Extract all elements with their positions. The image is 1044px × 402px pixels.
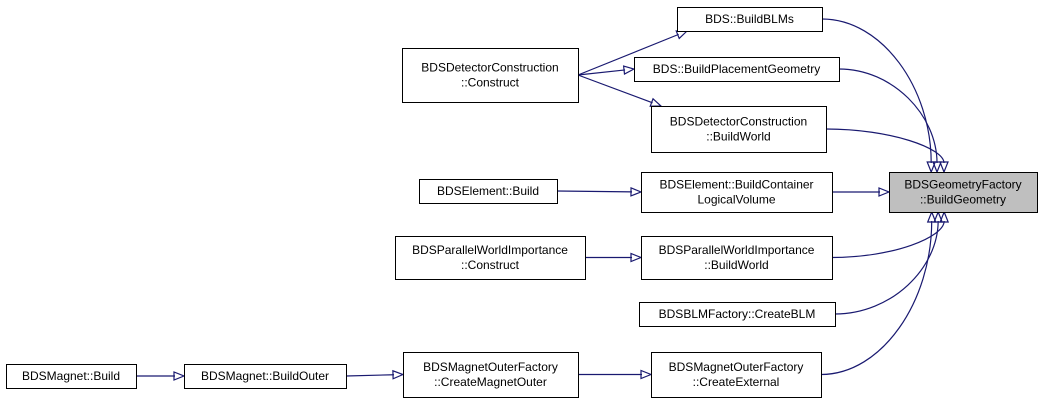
node-pw-buildworld[interactable]: BDSParallelWorldImportance::BuildWorld xyxy=(641,236,833,280)
edge-build_blms-to-geom_factory xyxy=(821,18,937,174)
edge-pw_construct-to-pw_buildworld xyxy=(585,252,643,263)
node-label-line: BDSElement::Build xyxy=(437,184,539,198)
edge-line xyxy=(577,74,653,104)
node-box xyxy=(403,352,579,398)
edge-det_buildworld-to-geom_factory xyxy=(825,128,949,174)
node-magnet-outer[interactable]: BDSMagnet::BuildOuter xyxy=(184,364,347,389)
node-label-line: BDSMagnetOuterFactory xyxy=(669,360,804,374)
node-blm-factory[interactable]: BDSBLMFactory::CreateBLM xyxy=(639,302,836,327)
edge-line xyxy=(821,18,932,164)
node-det-buildworld[interactable]: BDSDetectorConstruction::BuildWorld xyxy=(651,106,827,153)
edge-pw_buildworld-to-geom_factory xyxy=(831,210,950,259)
arrowhead xyxy=(933,210,944,223)
node-label-line: ::BuildWorld xyxy=(706,130,770,144)
node-label-line: BDSBLMFactory::CreateBLM xyxy=(659,307,816,321)
node-label-line: BDSParallelWorldImportance xyxy=(412,243,568,257)
node-label-line: ::BuildWorld xyxy=(704,258,768,272)
node-label-line: ::CreateExternal xyxy=(693,375,780,389)
edge-line xyxy=(838,68,938,164)
edge-line xyxy=(577,69,626,76)
edge-line xyxy=(345,374,395,377)
node-box xyxy=(395,236,586,280)
edge-mof_createmagnet-to-mof_createexternal xyxy=(578,369,653,380)
arrowhead xyxy=(630,252,643,263)
nodes-layer: BDS::BuildBLMsBDSDetectorConstruction::C… xyxy=(6,7,1038,398)
arrowhead xyxy=(622,65,636,75)
node-box xyxy=(641,172,833,213)
arrowhead xyxy=(649,97,663,107)
node-box xyxy=(419,179,558,204)
node-label-line: BDS::BuildBLMs xyxy=(705,12,794,26)
node-box xyxy=(641,236,833,280)
edge-element_build-to-element_container xyxy=(556,186,643,197)
edge-line xyxy=(825,128,945,164)
node-label-line: ::Construct xyxy=(461,76,520,90)
node-label-line: ::Construct xyxy=(461,258,520,272)
edge-line xyxy=(556,190,633,193)
edge-magnet_build-to-magnet_outer xyxy=(136,371,186,381)
node-box xyxy=(402,48,579,103)
node-label-line: ::BuildGeometry xyxy=(920,193,1006,207)
node-magnet-build[interactable]: BDSMagnet::Build xyxy=(6,364,137,389)
arrowhead xyxy=(640,369,653,380)
node-geom-factory[interactable]: BDSGeometryFactory::BuildGeometry xyxy=(889,172,1038,213)
node-label-line: BDSMagnet::Build xyxy=(22,369,120,383)
node-element-build[interactable]: BDSElement::Build xyxy=(419,179,558,204)
node-label-line: ::CreateMagnetOuter xyxy=(434,375,547,389)
node-box xyxy=(184,364,347,389)
edge-line xyxy=(577,33,679,76)
node-label-line: BDSElement::BuildContainer xyxy=(659,178,813,192)
node-label-line: BDS::BuildPlacementGeometry xyxy=(653,62,820,76)
node-build-placement[interactable]: BDS::BuildPlacementGeometry xyxy=(634,57,840,82)
arrowhead xyxy=(173,371,186,381)
node-label-line: BDSDetectorConstruction xyxy=(421,61,558,75)
node-box xyxy=(651,352,822,398)
edge-line xyxy=(831,220,945,259)
node-box xyxy=(639,302,836,327)
arrowhead xyxy=(926,210,937,223)
arrowhead xyxy=(939,161,949,174)
node-box xyxy=(889,172,1038,213)
edge-magnet_outer-to-mof_createmagnet xyxy=(345,369,405,380)
arrowhead xyxy=(939,210,950,223)
node-label-line: BDSMagnet::BuildOuter xyxy=(201,369,329,383)
node-label-line: BDSMagnetOuterFactory xyxy=(423,360,558,374)
edge-det_construct-to-build_placement xyxy=(577,65,636,76)
edge-mof_createexternal-to-geom_factory xyxy=(820,210,937,376)
edge-blm_factory-to-geom_factory xyxy=(834,210,944,315)
node-label-line: BDSGeometryFactory xyxy=(904,178,1021,192)
arrowhead xyxy=(675,30,689,40)
arrowhead xyxy=(630,186,643,197)
edge-element_container-to-geom_factory xyxy=(832,187,891,197)
node-label-line: BDSDetectorConstruction xyxy=(670,115,807,129)
edge-line xyxy=(820,220,933,376)
node-box xyxy=(634,57,840,82)
node-label-line: BDSParallelWorldImportance xyxy=(659,243,815,257)
node-box xyxy=(677,7,823,32)
node-box xyxy=(651,106,827,153)
arrowhead xyxy=(878,187,891,197)
node-det-construct[interactable]: BDSDetectorConstruction::Construct xyxy=(402,48,579,103)
node-mof-createmagnet[interactable]: BDSMagnetOuterFactory::CreateMagnetOuter xyxy=(403,352,579,398)
node-mof-createexternal[interactable]: BDSMagnetOuterFactory::CreateExternal xyxy=(651,352,822,398)
node-build-blms[interactable]: BDS::BuildBLMs xyxy=(677,7,823,32)
node-label-line: LogicalVolume xyxy=(697,193,775,207)
arrowhead xyxy=(932,161,942,174)
arrowhead xyxy=(392,369,405,380)
edge-line xyxy=(834,220,939,315)
node-pw-construct[interactable]: BDSParallelWorldImportance::Construct xyxy=(395,236,586,280)
node-box xyxy=(6,364,137,389)
arrowhead xyxy=(926,161,937,174)
edge-build_placement-to-geom_factory xyxy=(838,68,942,174)
